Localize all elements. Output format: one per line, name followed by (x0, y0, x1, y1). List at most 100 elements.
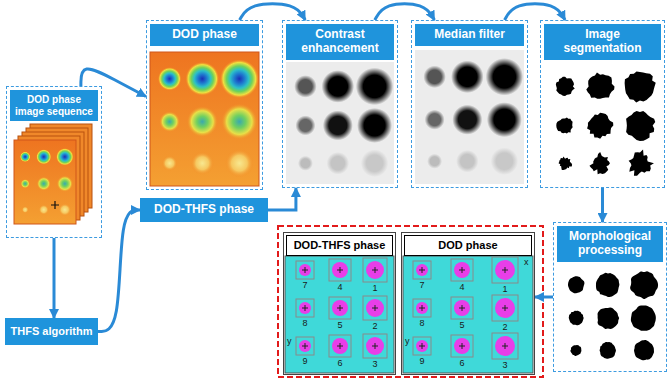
smoothed-blob (630, 271, 658, 299)
grey-image (286, 62, 394, 184)
phase-spot (38, 204, 49, 215)
segmented-blob (629, 150, 654, 176)
defect-disc (366, 261, 384, 279)
callout-number: 2 (502, 323, 507, 332)
panel-header: DOD phase (150, 24, 259, 46)
grey-spot (451, 61, 484, 94)
defect-disc (454, 262, 470, 278)
phase-spot (185, 62, 219, 96)
bounding-box (296, 299, 314, 317)
flow-arrow (535, 296, 553, 299)
defect-disc (332, 338, 348, 354)
phase-spot (58, 203, 71, 216)
step-panel: Contrast enhancement (282, 20, 398, 188)
panel-header: Contrast enhancement (286, 24, 394, 60)
phase-spot (158, 67, 181, 90)
flow-arrow (53, 238, 56, 318)
callout-number: 6 (337, 359, 342, 368)
result-group-frame (278, 226, 543, 377)
defect-disc (299, 264, 311, 276)
centre-cross (302, 343, 308, 349)
centre-cross (502, 305, 508, 311)
step-panel: DOD phase (146, 20, 263, 190)
process-box: DOD-THFS phase (140, 198, 268, 222)
segmented-blob (626, 111, 655, 141)
centre-cross (419, 305, 425, 311)
grey-image (415, 50, 524, 184)
node-text: THFS algorithm (11, 325, 93, 338)
defect-disc (495, 298, 515, 318)
bounding-box (451, 297, 473, 319)
smoothed-blob (568, 276, 584, 293)
step-panel: DOD phase image sequence (6, 86, 102, 238)
phase-spot (20, 152, 31, 163)
centre-cross (337, 305, 343, 311)
callout-number: 3 (372, 360, 377, 369)
axis-label: x (524, 258, 529, 267)
phase-spot (221, 103, 257, 139)
bounding-box (451, 259, 473, 281)
callout-number: 1 (372, 284, 377, 293)
node-text: DOD-THFS phase (154, 203, 254, 217)
process-box: THFS algorithm (5, 318, 98, 345)
node-text: DOD-THFS phase (290, 239, 389, 252)
bounding-box (492, 333, 518, 359)
centre-cross (372, 343, 378, 349)
segmented-blob (587, 113, 613, 139)
centre-cross (302, 305, 308, 311)
grey-spot (487, 102, 522, 137)
phase-spot (162, 155, 178, 171)
axis-label: y (287, 337, 292, 346)
defect-disc (495, 260, 515, 280)
node-text: Contrast enhancement (289, 28, 391, 56)
defect-disc (366, 337, 384, 355)
defect-disc (332, 262, 348, 278)
bounding-box (413, 299, 431, 317)
callout-number: 5 (459, 321, 464, 330)
grey-spot (456, 150, 479, 173)
binary-image (557, 264, 663, 368)
node-text: DOD phase image sequence (13, 94, 95, 117)
centre-cross (459, 343, 465, 349)
callout-number: 5 (337, 321, 342, 330)
bounding-box (413, 337, 431, 355)
grey-spot (423, 66, 446, 89)
flow-arrow (505, 4, 565, 20)
smoothed-blob (596, 273, 619, 297)
grey-spot (427, 154, 442, 169)
segmented-blob (559, 157, 573, 170)
callout-number: 9 (302, 357, 307, 366)
segmented-blob (586, 72, 614, 98)
result-panel: DOD phase (401, 232, 535, 375)
defect-disc (299, 302, 311, 314)
defect-disc (495, 336, 515, 356)
centre-cross (419, 343, 425, 349)
grey-spot (425, 110, 445, 130)
step-panel: Image segmentation (540, 20, 665, 188)
grey-spot (322, 70, 355, 103)
phase-spot (57, 175, 73, 191)
bounding-box (492, 257, 518, 283)
bounding-box (413, 261, 431, 279)
defect-disc (366, 299, 384, 317)
result-image (403, 256, 533, 373)
axis-label: y (405, 337, 410, 346)
callout-number: 4 (337, 283, 342, 292)
callout-number: 8 (302, 319, 307, 328)
segmented-blob (589, 152, 609, 174)
defect-disc (454, 338, 470, 354)
callout-number: 1 (502, 285, 507, 294)
phase-spot (220, 59, 259, 98)
smoothed-blob (570, 345, 581, 356)
callout-number: 9 (419, 357, 424, 366)
smoothed-blob (600, 342, 616, 359)
bounding-box (329, 297, 351, 319)
phase-spot (187, 106, 218, 137)
centre-cross (459, 267, 465, 273)
defect-disc (416, 302, 428, 314)
centre-cross (502, 267, 508, 273)
phase-spot (36, 149, 51, 164)
centre-cross (337, 267, 343, 273)
bounding-box (363, 258, 387, 282)
